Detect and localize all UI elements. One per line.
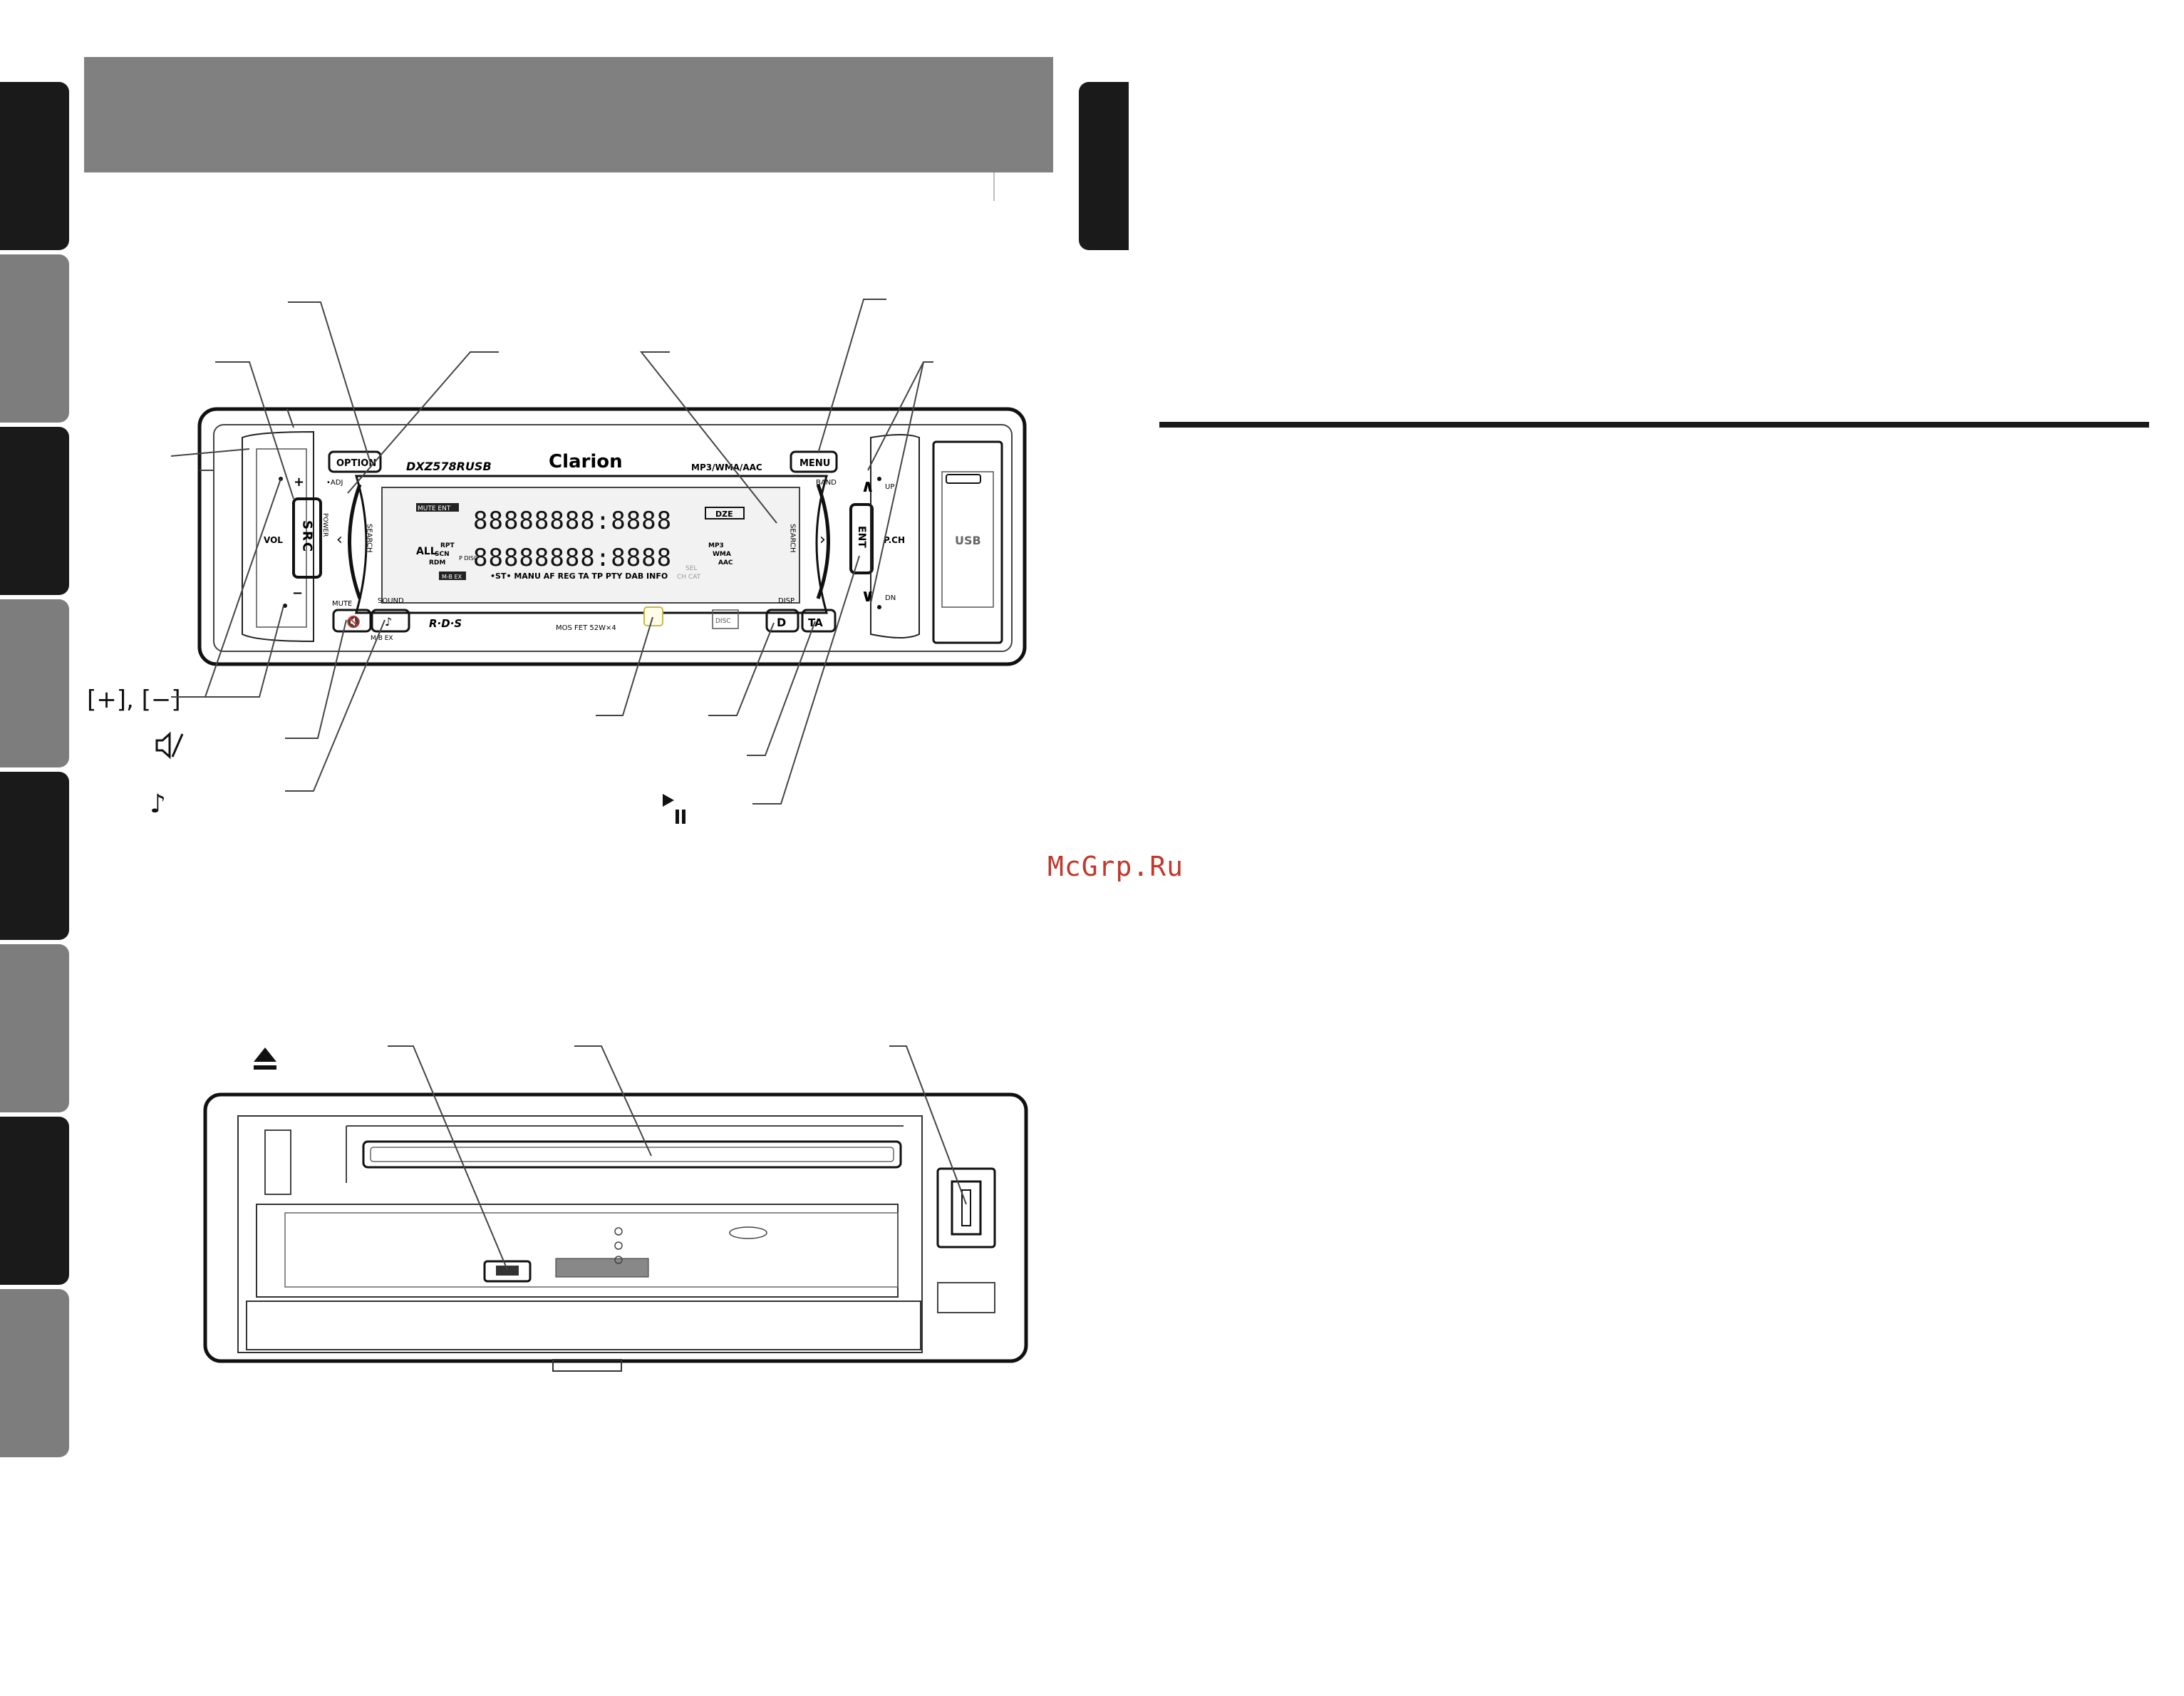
index-tab-3 — [0, 427, 69, 595]
cd-slot — [362, 1140, 902, 1169]
plus-minus-callout-label: [+], [−] — [87, 686, 181, 714]
chevron-left-icon: ‹ — [336, 531, 343, 549]
d-button-label: D — [777, 616, 786, 629]
lcd-sel: SEL — [685, 565, 697, 572]
play-pause-icon — [661, 792, 690, 829]
up-arrow-icon: ∧ — [861, 476, 875, 496]
index-tab-6 — [0, 944, 69, 1112]
brand-logo: Clarion — [549, 451, 623, 472]
sound-label: SOUND — [378, 597, 404, 605]
usb-label: USB — [955, 534, 981, 547]
formats-label: MP3/WMA/AAC — [691, 462, 762, 472]
src-button[interactable] — [292, 497, 322, 579]
vol-minus-label: − — [292, 586, 303, 601]
model-name: DXZ578RUSB — [406, 460, 492, 473]
lcd-dze-box — [705, 507, 745, 519]
lcd-ch-cat: CH CAT — [677, 574, 701, 581]
panel-inner-frame — [213, 424, 1013, 652]
src-button-label: SRC — [300, 520, 315, 553]
band-label: BAND — [816, 479, 837, 487]
vol-plus-label: + — [294, 475, 304, 490]
cd-logo — [712, 609, 739, 629]
mute-button-icon: 🔇 — [346, 615, 361, 629]
sound-button[interactable] — [371, 609, 410, 633]
option-button-label: OPTION — [336, 458, 376, 469]
ent-button-label: ENT — [856, 526, 867, 548]
lcd-indicators: •ST• MANU AF REG TA TP PTY DAB INFO — [490, 572, 668, 581]
mute-speaker-icon — [154, 730, 185, 768]
usb-port-housing — [936, 1167, 996, 1248]
rear-unit-illustration — [203, 1045, 1028, 1372]
lcd-mute-ent-box — [416, 503, 459, 512]
power-label: POWER — [321, 513, 328, 537]
eject-icon — [251, 1046, 279, 1078]
watermark: McGrp.Ru — [1047, 851, 1184, 882]
music-note-icon: ♪ — [150, 790, 166, 819]
lcd-mbex: M-B EX — [442, 574, 462, 580]
ta-button[interactable] — [801, 609, 837, 633]
vol-label: VOL — [264, 535, 283, 545]
lcd-rdm: RDM — [429, 559, 445, 567]
mute-button[interactable] — [332, 609, 372, 633]
lcd-mbex-box — [439, 572, 466, 580]
usb-cover[interactable] — [932, 440, 1003, 644]
display-frame — [354, 475, 829, 614]
lcd-p-disc: P DISC — [459, 555, 478, 562]
section-rule — [1159, 422, 2149, 428]
cd-logo-text: DISC — [715, 618, 731, 625]
up-label: UP — [885, 483, 894, 491]
menu-button-label: MENU — [799, 458, 830, 469]
lcd-dze: DZE — [715, 510, 733, 519]
section-header-band — [84, 57, 1053, 172]
disp-label: DISP — [778, 597, 795, 605]
index-tab-2 — [0, 254, 69, 423]
search-left-label: SEARCH — [366, 524, 373, 552]
index-tab-8 — [0, 1289, 69, 1457]
lcd-wma: WMA — [713, 551, 731, 558]
lcd-row-1: 88888888:8888 — [473, 507, 672, 535]
sound-button-icon: ♪ — [385, 615, 392, 629]
panel-housing — [197, 407, 1027, 666]
search-right-button[interactable] — [816, 484, 830, 599]
disp-d-button[interactable] — [765, 609, 799, 633]
usb-port[interactable] — [951, 1180, 982, 1236]
mbex-label: M-B EX — [371, 635, 393, 642]
index-tab-1 — [0, 82, 69, 250]
eject-button[interactable] — [483, 1260, 532, 1283]
ta-button-label: TA — [808, 616, 823, 629]
index-tab-4 — [0, 599, 69, 767]
front-leader-lines — [170, 299, 933, 805]
menu-button[interactable] — [790, 450, 838, 473]
chevron-right-icon: › — [819, 531, 826, 549]
lcd-row-2: 88888888:8888 — [473, 544, 672, 572]
rds-logo: R·D·S — [429, 617, 462, 630]
lcd-mute-ent: MUTE ENT — [418, 505, 451, 512]
lcd-aac: AAC — [718, 559, 733, 567]
option-button[interactable] — [328, 450, 382, 473]
lcd-all: ALL — [416, 546, 437, 557]
adj-label: •ADJ — [326, 479, 343, 487]
right-index-tab — [1079, 82, 1129, 250]
search-left-button[interactable] — [348, 484, 362, 599]
dn-label: DN — [885, 594, 896, 602]
pch-label: P.CH — [884, 535, 905, 545]
mute-label: MUTE — [332, 600, 352, 608]
lcd-scn: SCN — [435, 551, 450, 558]
index-tab-5 — [0, 772, 69, 940]
amp-spec: MOS FET 52W×4 — [556, 624, 616, 632]
indicator-led — [643, 606, 663, 626]
ent-button[interactable] — [849, 503, 874, 574]
lcd-mp3: MP3 — [708, 542, 724, 549]
search-right-label: SEARCH — [789, 524, 797, 552]
lcd-rpt: RPT — [440, 542, 455, 549]
index-tab-7 — [0, 1117, 69, 1285]
header-divider — [993, 172, 995, 201]
